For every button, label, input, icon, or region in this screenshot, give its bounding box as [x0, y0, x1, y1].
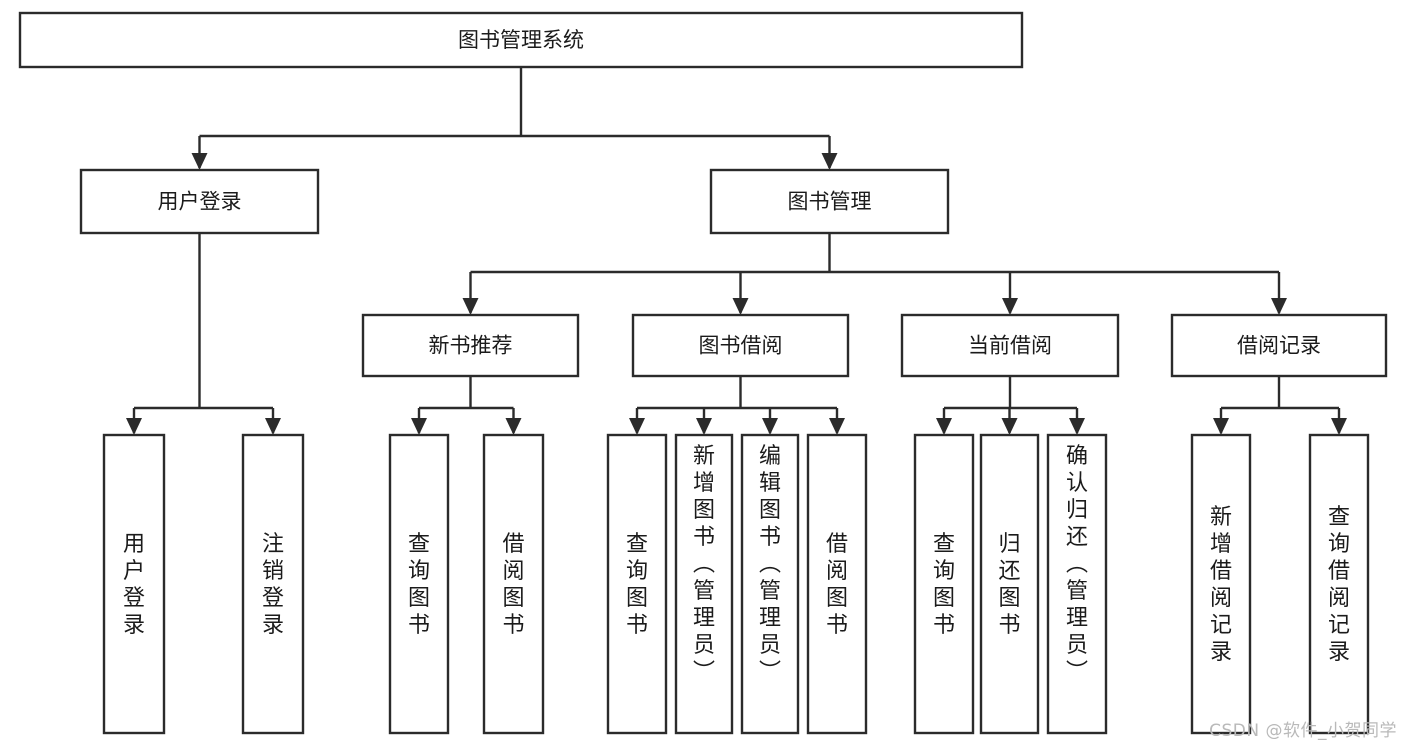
node-box[interactable]	[241, 433, 305, 735]
node-label: 新增借阅记录	[1210, 505, 1232, 665]
node-label: 新增图书︵管理员︶	[693, 444, 715, 685]
node-box[interactable]	[740, 433, 800, 735]
node-leaf-10[interactable]: 确认归还︵管理员︶	[1046, 433, 1108, 735]
node-leaf-11[interactable]: 新增借阅记录	[1190, 433, 1252, 735]
arrow-head-l3-3-0	[1213, 418, 1229, 435]
node-label: 当前借阅	[968, 334, 1052, 358]
node-box[interactable]	[1170, 313, 1388, 378]
node-l2-0[interactable]: 用户登录	[79, 168, 320, 235]
arrow-head-book-mgmt-3	[1271, 298, 1287, 315]
arrow-head-l3-2-1	[1001, 418, 1018, 435]
node-leaf-2[interactable]: 查询图书	[388, 433, 450, 735]
node-box[interactable]	[388, 433, 450, 735]
node-label: 查询图书	[626, 532, 648, 638]
node-box[interactable]	[631, 313, 850, 378]
node-box[interactable]	[900, 313, 1120, 378]
arrow-head-l3-2-0	[936, 418, 952, 435]
node-label: 归还图书	[998, 532, 1020, 638]
arrow-head-user-login-1	[265, 418, 281, 435]
node-box[interactable]	[361, 313, 580, 378]
node-l3-0[interactable]: 新书推荐	[361, 313, 580, 378]
arrow-head-book-mgmt-0	[462, 298, 479, 315]
node-l3-3[interactable]: 借阅记录	[1170, 313, 1388, 378]
arrow-head-l3-2-2	[1069, 418, 1085, 435]
arrow-head-l3-0-1	[505, 418, 522, 435]
node-label: 确认归还︵管理员︶	[1066, 444, 1088, 685]
node-label: 查询图书	[933, 532, 955, 638]
node-l3-2[interactable]: 当前借阅	[900, 313, 1120, 378]
arrow-head-user-login-0	[126, 418, 142, 435]
arrow-head-l3-1-2	[762, 418, 778, 435]
arrow-head-l3-1-0	[629, 418, 645, 435]
node-label: 图书管理系统	[458, 28, 584, 52]
arrow-head-root-1	[821, 153, 838, 170]
arrow-head-l3-0-0	[411, 418, 427, 435]
arrow-head-l3-1-3	[829, 418, 845, 435]
node-box[interactable]	[913, 433, 975, 735]
node-label: 查询图书	[408, 532, 430, 638]
node-leaf-8[interactable]: 查询图书	[913, 433, 975, 735]
node-label: 借阅记录	[1237, 334, 1321, 358]
node-leaf-4[interactable]: 查询图书	[606, 433, 668, 735]
node-box[interactable]	[709, 168, 950, 235]
node-label: 用户登录	[158, 190, 242, 214]
arrow-head-book-mgmt-2	[1002, 298, 1018, 315]
edge-layer	[126, 67, 1347, 435]
node-label: 借阅图书	[826, 532, 848, 638]
node-box[interactable]	[1308, 433, 1370, 735]
node-leaf-7[interactable]: 借阅图书	[806, 433, 868, 735]
node-box[interactable]	[674, 433, 734, 735]
node-box[interactable]	[1190, 433, 1252, 735]
node-label: 查询借阅记录	[1328, 505, 1350, 665]
node-leaf-12[interactable]: 查询借阅记录	[1308, 433, 1370, 735]
node-box[interactable]	[606, 433, 668, 735]
arrow-head-root-0	[191, 153, 208, 170]
node-box[interactable]	[806, 433, 868, 735]
node-box[interactable]	[979, 433, 1040, 735]
node-leaf-0[interactable]: 用户登录	[102, 433, 166, 735]
node-leaf-1[interactable]: 注销登录	[241, 433, 305, 735]
node-l3-1[interactable]: 图书借阅	[631, 313, 850, 378]
node-leaf-6[interactable]: 编辑图书︵管理员︶	[740, 433, 800, 735]
node-root-0[interactable]: 图书管理系统	[18, 11, 1024, 69]
node-box[interactable]	[18, 11, 1024, 69]
arrow-head-book-mgmt-1	[732, 298, 749, 315]
node-box[interactable]	[79, 168, 320, 235]
node-label: 用户登录	[123, 532, 145, 638]
node-box[interactable]	[102, 433, 166, 735]
node-label: 编辑图书︵管理员︶	[759, 444, 781, 685]
node-label: 图书管理	[788, 190, 872, 214]
node-leaf-9[interactable]: 归还图书	[979, 433, 1040, 735]
node-layer: 图书管理系统用户登录图书管理新书推荐图书借阅当前借阅借阅记录用户登录注销登录查询…	[18, 11, 1388, 735]
node-leaf-5[interactable]: 新增图书︵管理员︶	[674, 433, 734, 735]
node-label: 新书推荐	[429, 334, 513, 358]
arrow-head-l3-3-1	[1331, 418, 1347, 435]
node-box[interactable]	[1046, 433, 1108, 735]
node-label: 借阅图书	[502, 532, 524, 638]
node-label: 图书借阅	[699, 334, 783, 358]
node-box[interactable]	[482, 433, 545, 735]
node-l2-1[interactable]: 图书管理	[709, 168, 950, 235]
node-label: 注销登录	[262, 532, 284, 638]
node-leaf-3[interactable]: 借阅图书	[482, 433, 545, 735]
arrow-head-l3-1-1	[696, 418, 712, 435]
